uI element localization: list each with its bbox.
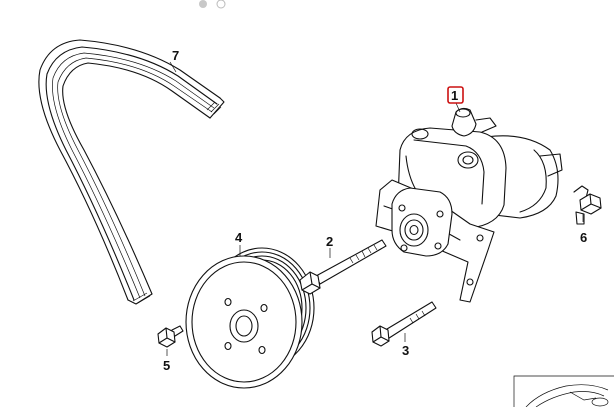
callout-4[interactable]: 4 bbox=[235, 230, 243, 245]
pager-dot[interactable] bbox=[216, 0, 226, 9]
callout-5[interactable]: 5 bbox=[163, 358, 170, 373]
callout-2[interactable]: 2 bbox=[326, 234, 333, 249]
steering-pump-drawing bbox=[375, 102, 563, 303]
small-bolt-drawing bbox=[157, 325, 184, 356]
callout-1[interactable]: 1 bbox=[451, 88, 458, 103]
drive-belt-drawing bbox=[38, 39, 225, 305]
flange-bolt-drawing bbox=[573, 185, 602, 225]
callout-1-highlight bbox=[447, 86, 464, 104]
short-bolt-drawing bbox=[371, 301, 437, 347]
callout-3[interactable]: 3 bbox=[402, 343, 409, 358]
pulley-drawing bbox=[185, 245, 315, 389]
long-bolt-drawing bbox=[299, 239, 387, 295]
callout-7[interactable]: 7 bbox=[172, 48, 179, 63]
image-pager[interactable] bbox=[199, 0, 226, 9]
pager-dot-active[interactable] bbox=[199, 0, 207, 8]
vehicle-thumbnail bbox=[513, 375, 614, 407]
callout-6[interactable]: 6 bbox=[580, 230, 587, 245]
